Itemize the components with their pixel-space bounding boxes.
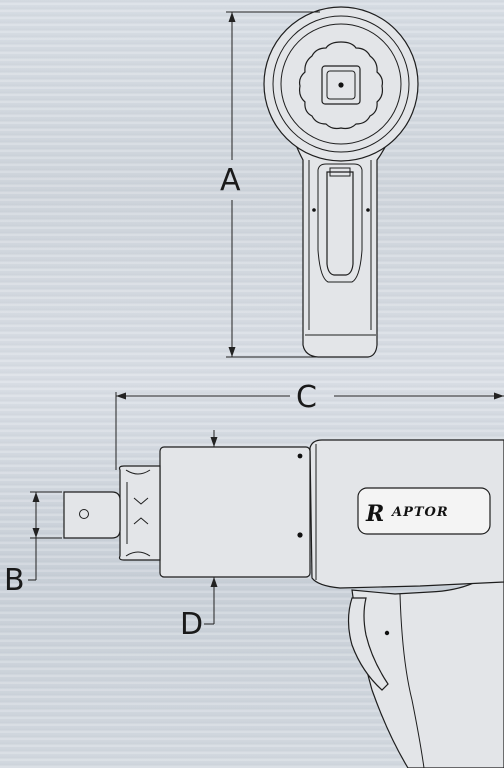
- side-view-hammer-case: [159, 446, 311, 578]
- side-view-logo-badge: [357, 487, 491, 535]
- front-view-screw-right: [366, 208, 370, 212]
- side-view-square-drive: [63, 491, 121, 539]
- logo-initial: R: [365, 501, 384, 527]
- side-view-detent-ring: [79, 509, 89, 519]
- front-view-trigger-top: [329, 167, 351, 177]
- side-view-trigger: [347, 597, 389, 691]
- dimension-a-label: A: [220, 163, 241, 198]
- dimension-d: [204, 430, 218, 625]
- front-view-square-drive-inner: [326, 70, 356, 100]
- side-view-nose-chevron-top: [133, 497, 149, 505]
- side-view-case-screw-top: [297, 453, 303, 459]
- dimension-c-label: C: [296, 380, 317, 415]
- front-view-trigger: [326, 171, 354, 276]
- front-view-screw-left: [312, 208, 316, 212]
- side-view-nose-ring-bottom: [125, 551, 151, 557]
- side-view: R APTOR: [63, 439, 504, 768]
- front-view: [263, 6, 419, 358]
- side-view-nose-chevron-bottom: [133, 517, 149, 525]
- front-view-trigger-slot: [317, 163, 363, 283]
- front-view-head-ring-inner: [280, 23, 402, 145]
- side-view-nose-ring-top: [125, 469, 151, 475]
- side-view-anvil-nose: [118, 465, 161, 561]
- dimension-b: [28, 491, 62, 581]
- dimension-b-label: B: [4, 563, 25, 598]
- side-view-grip-screw: [384, 630, 390, 636]
- front-view-detent: [338, 82, 344, 88]
- front-view-head-ring: [272, 15, 410, 153]
- dimension-a: [226, 11, 320, 358]
- side-view-grip-line: [399, 593, 425, 768]
- dimension-c: [115, 392, 504, 470]
- logo-text: APTOR: [390, 505, 449, 520]
- dimension-d-label: D: [180, 607, 203, 642]
- side-view-case-screw-mid: [297, 532, 303, 538]
